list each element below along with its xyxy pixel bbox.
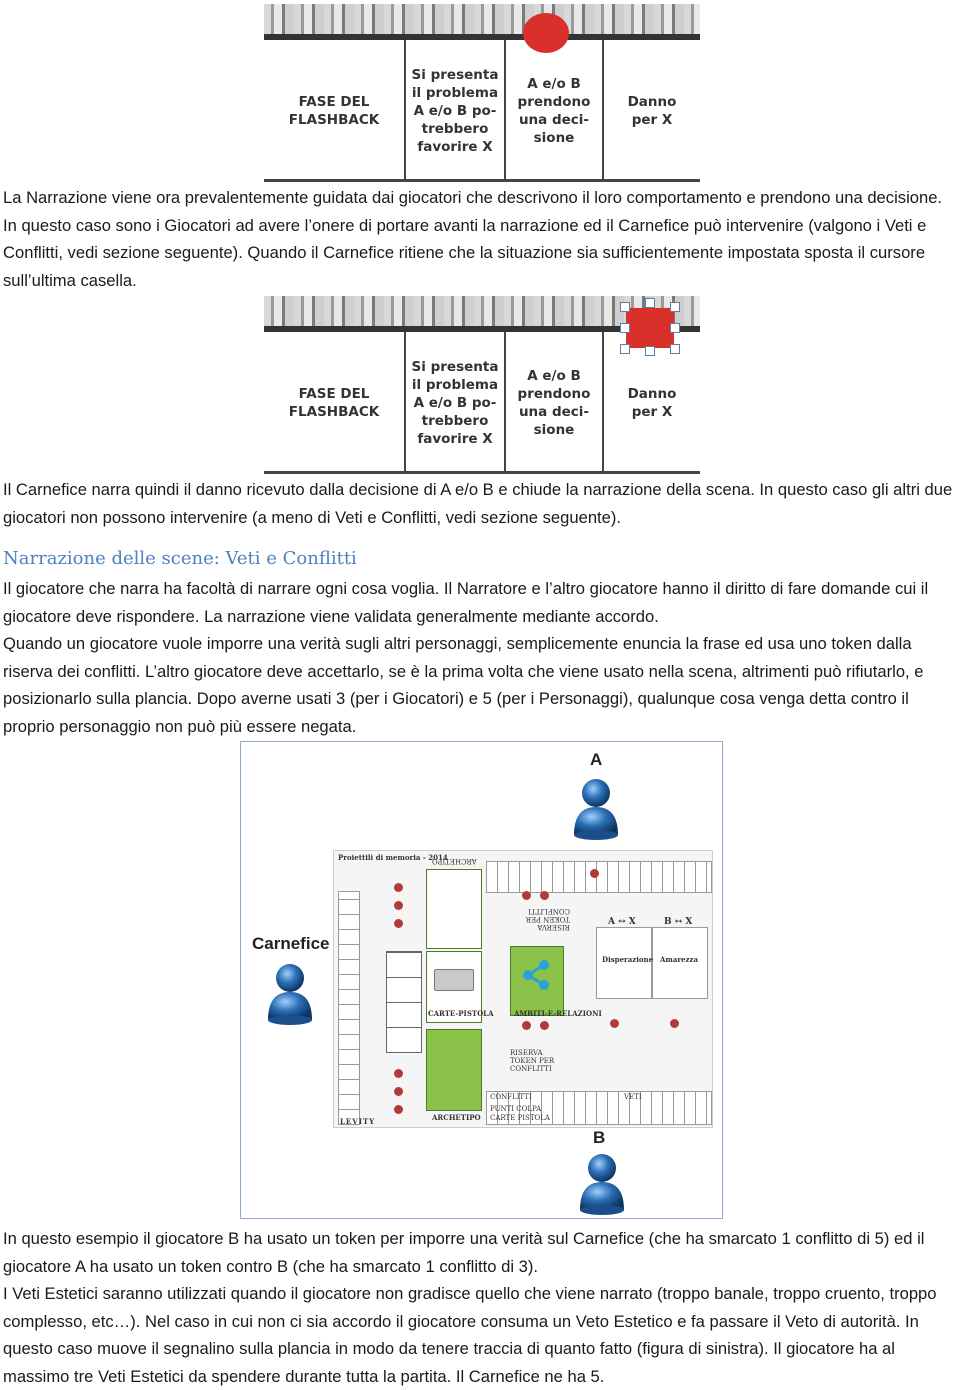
selection-handle-icon[interactable] — [645, 346, 655, 356]
strip-cell-decision: A e/o B prendono una deci- sione — [504, 332, 602, 474]
cursor-marker — [523, 13, 569, 53]
strip-cell-decision: A e/o B prendono una deci- sione — [504, 40, 602, 182]
board-bottom-track — [486, 1091, 712, 1125]
riserva-label-bottom: RISERVA TOKEN PER CONFLITTI — [510, 1049, 555, 1073]
strip-divider — [264, 326, 700, 332]
section-heading: Narrazione delle scene: Veti e Conflitti — [3, 548, 357, 569]
strip-divider — [264, 34, 700, 40]
selection-handle-icon[interactable] — [645, 298, 655, 308]
pistol-icon — [434, 969, 474, 991]
token-dot — [590, 869, 599, 878]
pawn-carnefice-icon — [268, 964, 312, 1025]
token-dot — [394, 919, 403, 928]
strip-cell-damage: Danno per X — [602, 332, 700, 474]
token-dot — [394, 1105, 403, 1114]
label-player-b: B — [593, 1128, 606, 1147]
strip-cell-damage: Danno per X — [602, 40, 700, 182]
bx-box — [652, 927, 708, 999]
strip-bottom-line — [264, 179, 700, 182]
carte-pistola-label: CARTE-PISTOLA — [428, 1009, 494, 1018]
board-top-track — [486, 861, 712, 893]
ax-box — [596, 927, 652, 999]
strip-texture — [264, 4, 700, 34]
disperazione-label: Disperazione — [602, 955, 654, 964]
strip-cell-flashback: FASE DEL FLASHBACK — [288, 94, 380, 128]
token-dot — [540, 891, 549, 900]
pawn-a-icon — [574, 779, 618, 840]
selection-handle-icon[interactable] — [670, 302, 680, 312]
carte-pistola-row-label: CARTE PISTOLA — [490, 1114, 550, 1122]
selection-handle-icon[interactable] — [620, 344, 630, 354]
paragraph-example: In questo esempio il giocatore B ha usat… — [3, 1229, 925, 1276]
share-icon — [523, 960, 549, 990]
token-dot — [540, 1021, 549, 1030]
archetipo-label-top: ARCHETIPO — [432, 857, 477, 865]
bx-heading: B ↔ X — [664, 917, 693, 927]
pawn-b-icon — [580, 1154, 624, 1215]
token-dot — [394, 1087, 403, 1096]
board-flashback-column — [386, 951, 422, 1053]
strip-cell-problem: Si presenta il problema A e/o B po- treb… — [404, 40, 504, 182]
ax-heading: A ↔ X — [608, 917, 636, 927]
paragraph-damage: Il Carnefice narra quindi il danno ricev… — [3, 480, 953, 527]
token-dot — [394, 1069, 403, 1078]
archetipo-card-bottom — [426, 1029, 482, 1111]
selection-handle-icon[interactable] — [620, 323, 630, 333]
board-title: Proiettili di memoria - 2014 — [338, 853, 448, 862]
token-dot — [610, 1019, 619, 1028]
paragraph-conflicts: Quando un giocatore vuole imporre una ve… — [3, 634, 924, 736]
game-board: Proiettili di memoria - 2014 ARCHETIPO C… — [333, 850, 713, 1128]
veti-row-label: VETI — [624, 1093, 642, 1101]
levity-logo: LEVITY — [340, 1117, 376, 1126]
selection-handle-icon[interactable] — [670, 344, 680, 354]
label-carnefice: Carnefice — [252, 934, 330, 953]
token-dot — [522, 1021, 531, 1030]
token-dot — [394, 883, 403, 892]
archetipo-label-bottom: ARCHETIPO — [432, 1113, 481, 1122]
paragraph-narrator-rights: Il giocatore che narra ha facoltà di nar… — [3, 579, 929, 626]
flashback-strip-1: FASE DEL FLASHBACK Si presenta il proble… — [264, 4, 700, 182]
paragraph-narration: La Narrazione viene ora prevalentemente … — [3, 188, 943, 290]
riserva-label-top: RISERVA TOKEN PER CONFLITTI — [525, 907, 570, 931]
strip-cell-flashback: FASE DEL FLASHBACK — [288, 386, 380, 420]
selection-handle-icon[interactable] — [670, 323, 680, 333]
amarezza-label: Amarezza — [660, 955, 699, 964]
paragraph-aesthetic-vetoes: I Veti Estetici saranno utilizzati quand… — [3, 1284, 937, 1386]
flashback-strip-2: FASE DEL FLASHBACK Si presenta il proble… — [264, 296, 700, 474]
conflitti-row-label: CONFLITTI — [490, 1093, 532, 1101]
selection-handle-icon[interactable] — [620, 302, 630, 312]
punti-colpa-label: PUNTI COLPA — [490, 1105, 542, 1113]
token-dot — [522, 891, 531, 900]
token-dot — [394, 901, 403, 910]
token-dot — [670, 1019, 679, 1028]
label-player-a: A — [590, 750, 603, 769]
strip-cell-problem: Si presenta il problema A e/o B po- treb… — [404, 332, 504, 474]
strip-bottom-line — [264, 471, 700, 474]
ambiti-label: AMBITI-E-RELAZIONI — [514, 1009, 602, 1018]
board-left-track — [338, 891, 360, 1125]
archetipo-card-top — [426, 869, 482, 949]
cursor-marker-selected[interactable] — [626, 308, 674, 348]
